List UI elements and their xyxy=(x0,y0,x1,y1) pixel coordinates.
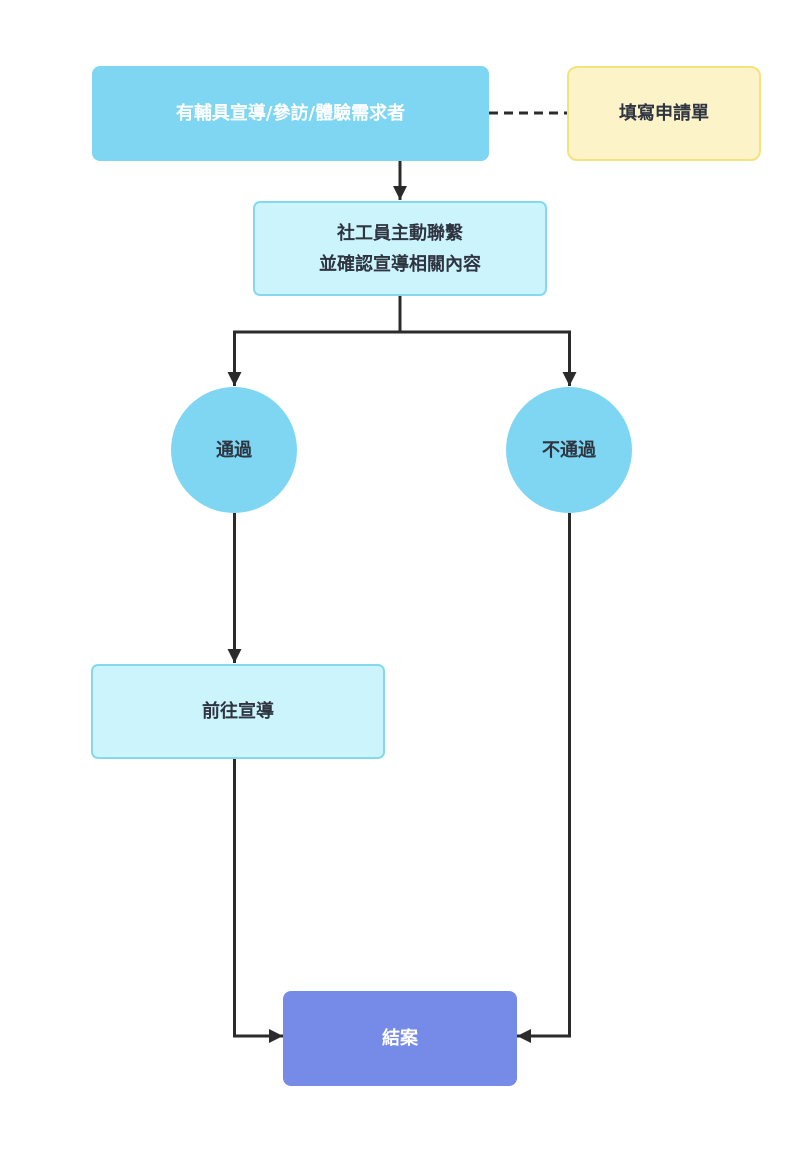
node-fail: 不通過 xyxy=(506,387,632,513)
node-pass-label: 通過 xyxy=(216,439,252,461)
node-application-form-label: 填寫申請單 xyxy=(619,103,709,124)
node-request: 有輔具宣導/參訪/體驗需求者 xyxy=(92,66,489,161)
node-application-form: 填寫申請單 xyxy=(567,66,761,161)
node-fail-label: 不通過 xyxy=(542,439,596,461)
node-go-promote-label: 前往宣導 xyxy=(202,701,274,722)
node-close-case-label: 結案 xyxy=(382,1028,418,1049)
node-go-promote: 前往宣導 xyxy=(91,664,385,759)
node-contact-line-1: 社工員主動聯繫 xyxy=(337,222,463,244)
node-close-case: 結案 xyxy=(283,991,517,1086)
node-contact-line-2: 並確認宣導相關內容 xyxy=(319,253,481,275)
arrow-go-to-close xyxy=(233,759,283,1043)
node-social-worker-contact: 社工員主動聯繫 並確認宣導相關內容 xyxy=(253,201,547,296)
arrow-fail-to-close xyxy=(517,513,571,1043)
node-pass: 通過 xyxy=(171,387,297,513)
node-request-label: 有輔具宣導/參訪/體驗需求者 xyxy=(175,103,406,124)
